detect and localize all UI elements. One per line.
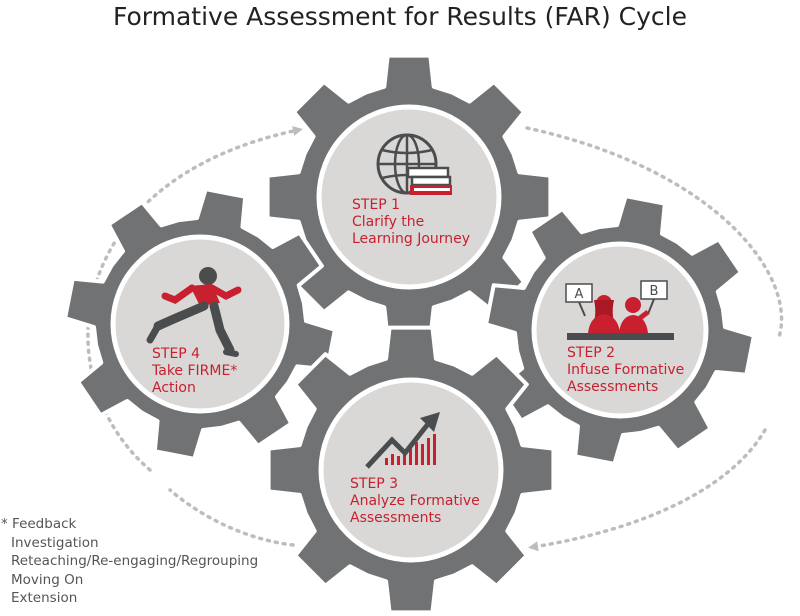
step-3-number: STEP 3 [350, 476, 399, 492]
cycle-arrow-top-left [86, 126, 303, 472]
globe-books-icon [376, 133, 452, 195]
footnote-line: Extension [11, 590, 78, 606]
gear-step-3 [266, 325, 556, 615]
gear-step-1 [265, 53, 553, 341]
step-3-label: STEP 3 Analyze Formative Assessments [350, 476, 480, 527]
gear-step-4 [63, 187, 337, 461]
footnote-line: Moving On [11, 571, 84, 588]
rising-chart-icon [365, 412, 440, 469]
step-1-title-line-1: Clarify the [352, 214, 425, 230]
cycle-arrow-bottom-right [528, 428, 767, 552]
step-4-title-line-1: Take FIRME* [152, 363, 238, 379]
step-4-number: STEP 4 [152, 346, 201, 362]
step-2-label: STEP 2 Infuse Formative Assessments [567, 345, 684, 396]
cycle-arrow-top-right [525, 126, 784, 342]
card-a-label: A [575, 287, 584, 302]
running-person-icon [146, 267, 242, 357]
footnote-line: Reteaching/Re-engaging/Regrouping [11, 553, 259, 569]
step-2-number: STEP 2 [567, 345, 616, 361]
firme-footnote: * Feedback Investigation Reteaching/Re-e… [1, 515, 258, 608]
step-2-title-line-1: Infuse Formative [567, 362, 685, 378]
step-1-title-line-2: Learning Journey [352, 231, 471, 247]
students-answer-cards-icon: A B [565, 280, 674, 340]
footnote-line: * Feedback [1, 516, 77, 532]
step-1-number: STEP 1 [352, 197, 401, 213]
footnote-line: Investigation [11, 534, 99, 551]
step-4-label: STEP 4 Take FIRME* Action [152, 346, 237, 397]
step-3-title-line-2: Assessments [350, 510, 442, 526]
page-title: Formative Assessment for Results (FAR) C… [113, 2, 687, 31]
step-2-title-line-2: Assessments [567, 379, 659, 395]
step-3-title-line-1: Analyze Formative [350, 493, 480, 509]
card-b-label: B [650, 284, 659, 299]
step-4-title-line-2: Action [152, 380, 196, 396]
gear-step-1-face [316, 104, 502, 290]
gear-step-4-face [110, 234, 290, 414]
cycle-arrow-bottom-left [168, 488, 295, 547]
step-1-label: STEP 1 Clarify the Learning Journey [352, 197, 470, 248]
gear-step-3-face [318, 377, 504, 563]
